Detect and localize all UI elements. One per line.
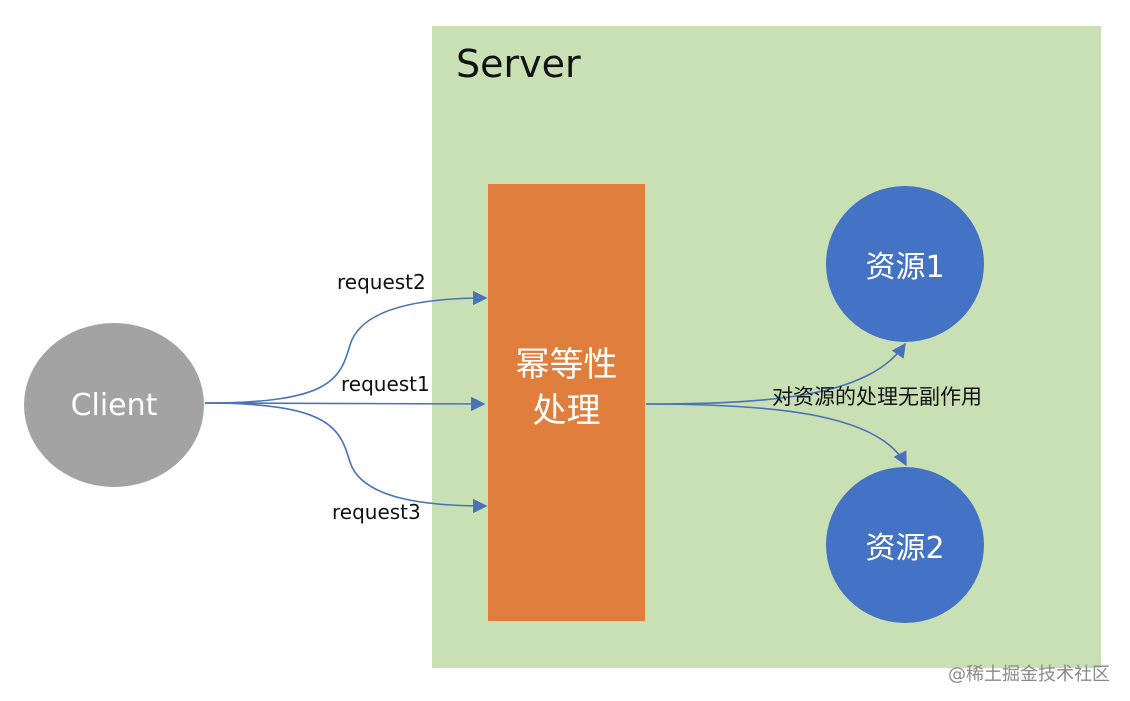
no-side-effect-label: 对资源的处理无副作用	[772, 385, 982, 409]
request2-label: request2	[337, 270, 426, 294]
watermark: @稀土掘金技术社区	[948, 664, 1110, 685]
client-node: Client	[24, 323, 204, 487]
resource-label-1: 资源1	[865, 250, 945, 285]
server-title: Server	[456, 42, 581, 86]
resource-label-2: 资源2	[865, 531, 945, 566]
idempotent-label-line2: 处理	[532, 390, 601, 431]
request3-label: request3	[332, 500, 421, 524]
idempotent-label: 幂等性 处理	[502, 342, 632, 434]
idempotent-processing-box: 幂等性 处理	[488, 184, 645, 621]
client-label: Client	[70, 387, 158, 423]
request1-label: request1	[341, 372, 430, 396]
resource-node-2: 资源2	[826, 467, 984, 623]
idempotent-label-line1: 幂等性	[515, 344, 618, 385]
resource-node-1: 资源1	[826, 186, 984, 342]
